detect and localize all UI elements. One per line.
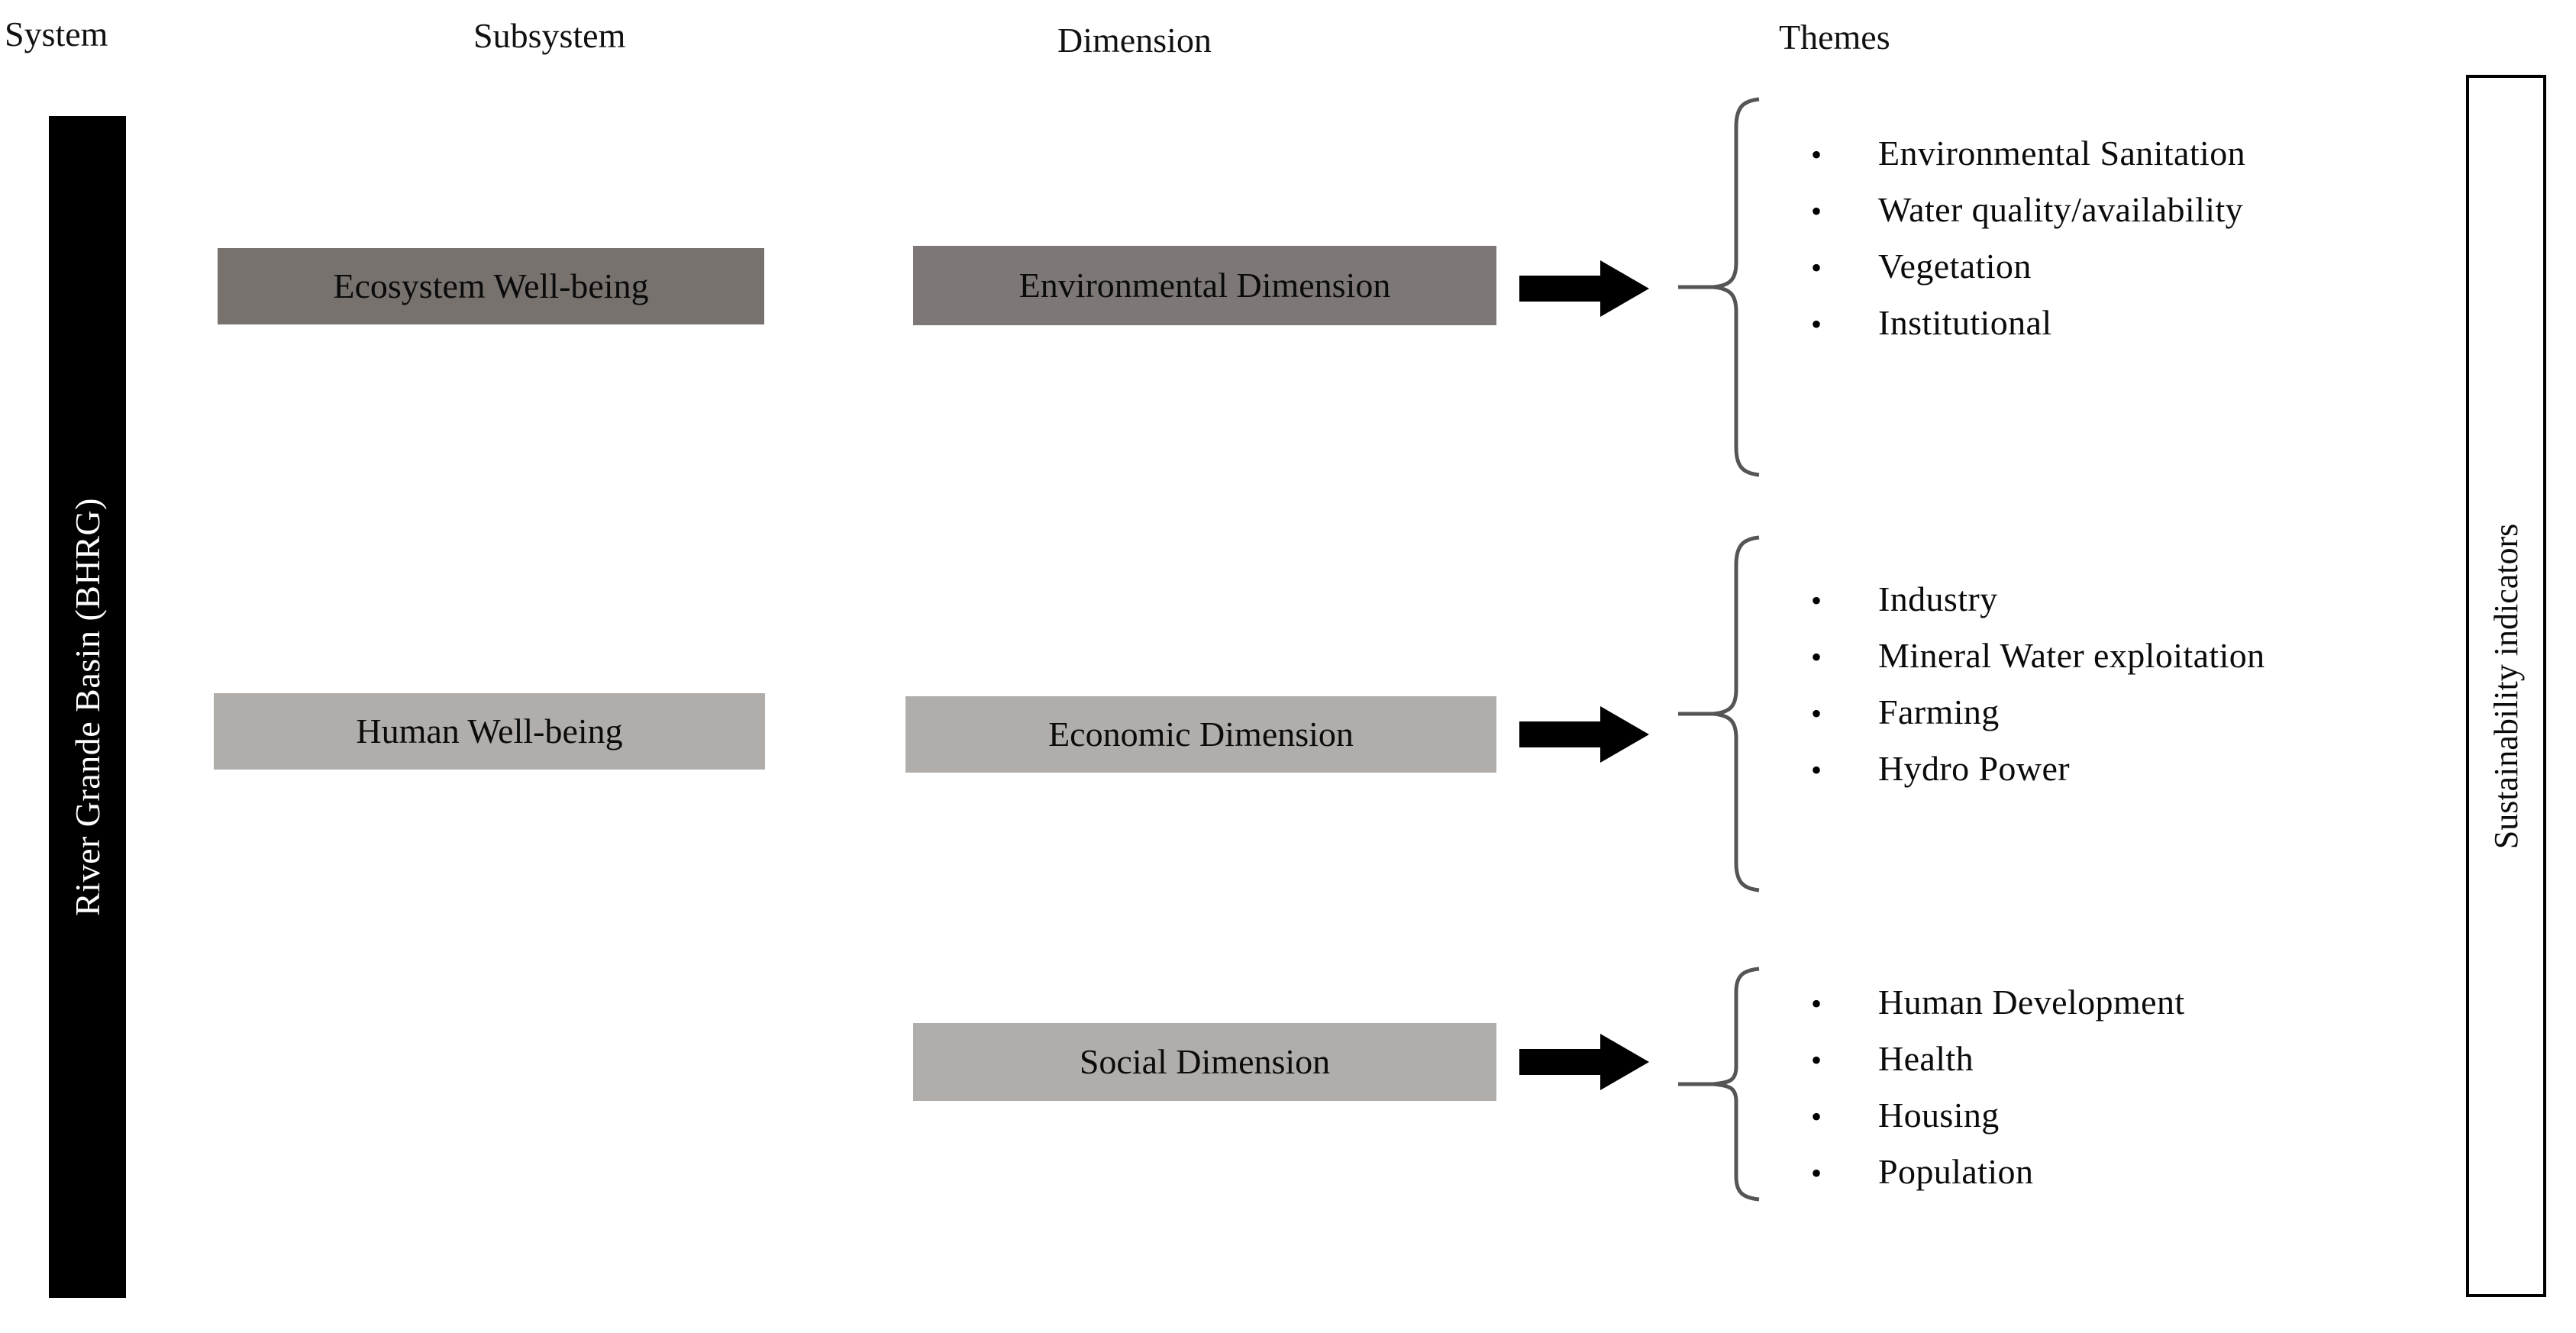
theme-label: Hydro Power (1878, 749, 2070, 788)
theme-label: Farming (1878, 692, 2000, 731)
subsystem-label: Human Well-being (356, 712, 623, 750)
column-header-dimension: Dimension (1057, 21, 1212, 60)
theme-label: Health (1878, 1039, 1974, 1078)
list-item[interactable]: • Industry (1811, 582, 2265, 638)
theme-group-economic: • Industry • Mineral Water exploitation … (1811, 582, 2265, 808)
bullet-icon: • (1811, 1099, 1822, 1134)
theme-label: Vegetation (1878, 247, 2032, 286)
list-item[interactable]: • Institutional (1811, 305, 2245, 362)
bullet-icon: • (1811, 696, 1822, 731)
theme-label: Population (1878, 1152, 2034, 1191)
system-bar: River Grande Basin (BHRG) (49, 116, 126, 1298)
list-item[interactable]: • Farming (1811, 695, 2265, 751)
bullet-icon: • (1811, 250, 1822, 285)
subsystem-box-ecosystem-well-being[interactable]: Ecosystem Well-being (218, 248, 764, 324)
theme-label: Institutional (1878, 303, 2052, 342)
list-item[interactable]: • Environmental Sanitation (1811, 136, 2245, 192)
curly-brace-icon (1678, 97, 1760, 477)
sustainability-indicators-label: Sustainability indicators (2487, 523, 2525, 849)
sustainability-indicators-box: Sustainability indicators (2466, 75, 2546, 1297)
curly-brace-icon (1678, 967, 1760, 1202)
column-header-system: System (5, 15, 108, 53)
theme-label: Environmental Sanitation (1878, 134, 2246, 173)
right-arrow-icon (1519, 1034, 1649, 1090)
bullet-icon: • (1811, 1043, 1822, 1077)
bullet-icon: • (1811, 583, 1822, 618)
theme-label: Mineral Water exploitation (1878, 636, 2265, 675)
dimension-box-environmental[interactable]: Environmental Dimension (913, 246, 1496, 325)
bullet-icon: • (1811, 640, 1822, 674)
dimension-box-economic[interactable]: Economic Dimension (905, 696, 1496, 773)
list-item[interactable]: • Housing (1811, 1098, 2185, 1154)
curly-brace-icon (1678, 535, 1760, 892)
subsystem-box-human-well-being[interactable]: Human Well-being (214, 693, 765, 770)
column-header-subsystem: Subsystem (473, 16, 626, 55)
list-item[interactable]: • Water quality/availability (1811, 192, 2245, 249)
right-arrow-icon (1519, 706, 1649, 763)
list-item[interactable]: • Human Development (1811, 985, 2185, 1041)
dimension-box-social[interactable]: Social Dimension (913, 1023, 1496, 1101)
theme-label: Water quality/availability (1878, 190, 2244, 229)
dimension-label: Environmental Dimension (1018, 266, 1391, 305)
column-header-themes: Themes (1779, 18, 1890, 56)
list-item[interactable]: • Mineral Water exploitation (1811, 638, 2265, 695)
bullet-icon: • (1811, 753, 1822, 787)
theme-label: Housing (1878, 1096, 2000, 1135)
subsystem-label: Ecosystem Well-being (333, 266, 649, 305)
bullet-icon: • (1811, 137, 1822, 172)
right-arrow-icon (1519, 260, 1649, 317)
list-item[interactable]: • Population (1811, 1154, 2185, 1211)
bullet-icon: • (1811, 307, 1822, 341)
system-bar-label: River Grande Basin (BHRG) (67, 498, 107, 916)
bullet-icon: • (1811, 194, 1822, 228)
dimension-label: Economic Dimension (1048, 715, 1354, 754)
theme-label: Human Development (1878, 983, 2185, 1022)
list-item[interactable]: • Vegetation (1811, 249, 2245, 305)
theme-group-environmental: • Environmental Sanitation • Water quali… (1811, 136, 2245, 362)
bullet-icon: • (1811, 1156, 1822, 1190)
theme-label: Industry (1878, 579, 1998, 618)
dimension-label: Social Dimension (1079, 1042, 1331, 1081)
list-item[interactable]: • Hydro Power (1811, 751, 2265, 808)
list-item[interactable]: • Health (1811, 1041, 2185, 1098)
theme-group-social: • Human Development • Health • Housing •… (1811, 985, 2185, 1211)
bullet-icon: • (1811, 986, 1822, 1021)
